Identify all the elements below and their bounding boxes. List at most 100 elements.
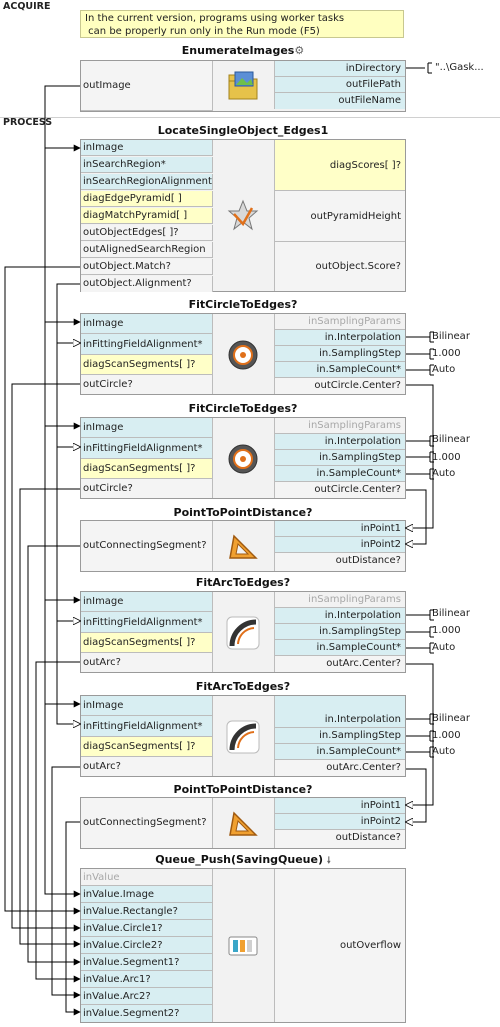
port-in-fitting-field-alignment[interactable]: inFittingFieldAlignment*: [81, 438, 213, 459]
port-in-point1[interactable]: inPoint1: [274, 521, 405, 537]
port-diag-scores[interactable]: diagScores[ ]?: [274, 140, 405, 191]
port-in-value-image[interactable]: inValue.Image: [81, 886, 213, 903]
port-in-sample-count[interactable]: in.SampleCount*: [274, 744, 405, 760]
port-in-image[interactable]: inImage: [81, 592, 213, 612]
port-out-object-match[interactable]: outObject.Match?: [81, 259, 213, 275]
port-in-search-region[interactable]: inSearchRegion*: [81, 157, 213, 173]
port-out-pyramid-height[interactable]: outPyramidHeight: [274, 191, 405, 242]
port-diag-match-pyramid[interactable]: diagMatchPyramid[ ]: [81, 208, 213, 224]
port-out-circle-center[interactable]: outCircle.Center?: [274, 482, 405, 498]
port-out-arc-center[interactable]: outArc.Center?: [274, 656, 405, 672]
locate-node[interactable]: inImage inSearchRegion* inSearchRegionAl…: [80, 139, 406, 292]
point-distance-1-node[interactable]: outConnectingSegment? inPoint1 inPoint2 …: [80, 520, 406, 572]
port-in-sampling-params[interactable]: inSamplingParams: [274, 592, 405, 608]
port-out-arc-center[interactable]: outArc.Center?: [274, 760, 405, 776]
port-in-sampling-step[interactable]: in.SamplingStep: [274, 346, 405, 362]
port-out-object-alignment[interactable]: outObject.Alignment?: [81, 276, 213, 292]
sampling-step-value[interactable]: 1.000: [432, 452, 461, 463]
fit-arc-2-title[interactable]: FitArcToEdges?: [195, 680, 291, 693]
port-in-value-segment2[interactable]: inValue.Segment2?: [81, 1005, 213, 1022]
port-in-image[interactable]: inImage: [81, 696, 213, 716]
port-out-distance[interactable]: outDistance?: [274, 553, 405, 571]
port-in-interpolation[interactable]: in.Interpolation: [274, 330, 405, 346]
port-in-point1[interactable]: inPoint1: [274, 798, 405, 814]
fit-arc-1-title[interactable]: FitArcToEdges?: [195, 576, 291, 589]
gear-icon[interactable]: ⚙: [294, 44, 305, 57]
locate-node-title[interactable]: LocateSingleObject_Edges1: [157, 124, 329, 137]
queue-push-node[interactable]: inValue inValue.Image inValue.Rectangle?…: [80, 868, 406, 1023]
port-in-fitting-field-alignment[interactable]: inFittingFieldAlignment*: [81, 334, 213, 355]
port-diag-scan-segments[interactable]: diagScanSegments[ ]?: [81, 459, 213, 479]
sample-count-value[interactable]: Auto: [432, 642, 456, 653]
port-in-image[interactable]: inImage: [81, 140, 213, 156]
port-out-file-path[interactable]: outFilePath: [274, 77, 405, 93]
sample-count-value[interactable]: Auto: [432, 468, 456, 479]
point-distance-2-title[interactable]: PointToPointDistance?: [173, 783, 313, 796]
sample-count-value[interactable]: Auto: [432, 746, 456, 757]
port-out-file-name[interactable]: outFileName: [274, 93, 405, 109]
interpolation-value[interactable]: Bilinear: [432, 608, 470, 619]
port-out-image[interactable]: outImage: [81, 61, 213, 111]
sampling-step-value[interactable]: 1.000: [432, 625, 461, 636]
port-in-interpolation[interactable]: in.Interpolation: [274, 608, 405, 624]
port-out-arc[interactable]: outArc?: [81, 653, 213, 672]
port-in-search-region-alignment[interactable]: inSearchRegionAlignment*: [81, 174, 213, 190]
fit-arc-2-node[interactable]: inImage inFittingFieldAlignment* diagSca…: [80, 695, 406, 777]
port-out-object-score[interactable]: outObject.Score?: [274, 242, 405, 291]
fit-circle-2-title[interactable]: FitCircleToEdges?: [188, 402, 298, 415]
port-in-fitting-field-alignment[interactable]: inFittingFieldAlignment*: [81, 612, 213, 633]
port-diag-scan-segments[interactable]: diagScanSegments[ ]?: [81, 355, 213, 375]
port-out-arc[interactable]: outArc?: [81, 757, 213, 776]
port-in-value-segment1[interactable]: inValue.Segment1?: [81, 954, 213, 971]
port-in-value-circle1[interactable]: inValue.Circle1?: [81, 920, 213, 937]
port-out-connecting-segment[interactable]: outConnectingSegment?: [81, 798, 213, 848]
port-in-sampling-step[interactable]: in.SamplingStep: [274, 450, 405, 466]
port-in-value-arc2[interactable]: inValue.Arc2?: [81, 988, 213, 1005]
port-in-sampling-params[interactable]: inSamplingParams: [274, 314, 405, 330]
port-in-value[interactable]: inValue: [81, 869, 213, 886]
port-in-directory[interactable]: inDirectory: [274, 61, 405, 77]
port-out-circle[interactable]: outCircle?: [81, 375, 213, 394]
enumerate-images-title[interactable]: EnumerateImages⚙: [80, 44, 406, 57]
fit-circle-2-node[interactable]: inImage inFittingFieldAlignment* diagSca…: [80, 417, 406, 499]
port-in-sampling-params[interactable]: inSamplingParams: [274, 418, 405, 434]
port-in-interpolation[interactable]: in.Interpolation: [274, 696, 405, 728]
directory-value[interactable]: "..\Gask...: [435, 62, 484, 73]
port-in-sampling-step[interactable]: in.SamplingStep: [274, 624, 405, 640]
interpolation-value[interactable]: Bilinear: [432, 331, 470, 342]
sampling-step-value[interactable]: 1.000: [432, 348, 461, 359]
fit-circle-1-node[interactable]: inImage inFittingFieldAlignment* diagSca…: [80, 313, 406, 395]
fit-circle-1-title[interactable]: FitCircleToEdges?: [188, 298, 298, 311]
port-diag-scan-segments[interactable]: diagScanSegments[ ]?: [81, 633, 213, 653]
port-diag-scan-segments[interactable]: diagScanSegments[ ]?: [81, 737, 213, 757]
port-out-distance[interactable]: outDistance?: [274, 830, 405, 848]
port-in-sample-count[interactable]: in.SampleCount*: [274, 640, 405, 656]
sampling-step-value[interactable]: 1.000: [432, 730, 461, 741]
interpolation-value[interactable]: Bilinear: [432, 434, 470, 445]
port-out-connecting-segment[interactable]: outConnectingSegment?: [81, 521, 213, 571]
port-diag-edge-pyramid[interactable]: diagEdgePyramid[ ]: [81, 191, 213, 207]
port-in-sample-count[interactable]: in.SampleCount*: [274, 362, 405, 378]
fit-arc-1-node[interactable]: inImage inFittingFieldAlignment* diagSca…: [80, 591, 406, 673]
interpolation-value[interactable]: Bilinear: [432, 713, 470, 724]
port-in-point2[interactable]: inPoint2: [274, 537, 405, 553]
port-in-point2[interactable]: inPoint2: [274, 814, 405, 830]
port-out-circle-center[interactable]: outCircle.Center?: [274, 378, 405, 394]
port-out-object-edges[interactable]: outObjectEdges[ ]?: [81, 225, 213, 241]
port-out-circle[interactable]: outCircle?: [81, 479, 213, 498]
port-in-value-rectangle[interactable]: inValue.Rectangle?: [81, 903, 213, 920]
port-in-image[interactable]: inImage: [81, 314, 213, 334]
port-in-sampling-step[interactable]: in.SamplingStep: [274, 728, 405, 744]
point-distance-1-title[interactable]: PointToPointDistance?: [173, 506, 313, 519]
sample-count-value[interactable]: Auto: [432, 364, 456, 375]
port-in-interpolation[interactable]: in.Interpolation: [274, 434, 405, 450]
port-in-image[interactable]: inImage: [81, 418, 213, 438]
port-in-sample-count[interactable]: in.SampleCount*: [274, 466, 405, 482]
port-in-fitting-field-alignment[interactable]: inFittingFieldAlignment*: [81, 716, 213, 737]
port-out-aligned-search-region[interactable]: outAlignedSearchRegion: [81, 242, 213, 258]
enumerate-images-node[interactable]: outImage inDirectory outFilePath outFile…: [80, 60, 406, 112]
point-distance-2-node[interactable]: outConnectingSegment? inPoint1 inPoint2 …: [80, 797, 406, 849]
queue-push-title[interactable]: Queue_Push(SavingQueue) 🠗: [80, 853, 406, 869]
port-in-value-arc1[interactable]: inValue.Arc1?: [81, 971, 213, 988]
